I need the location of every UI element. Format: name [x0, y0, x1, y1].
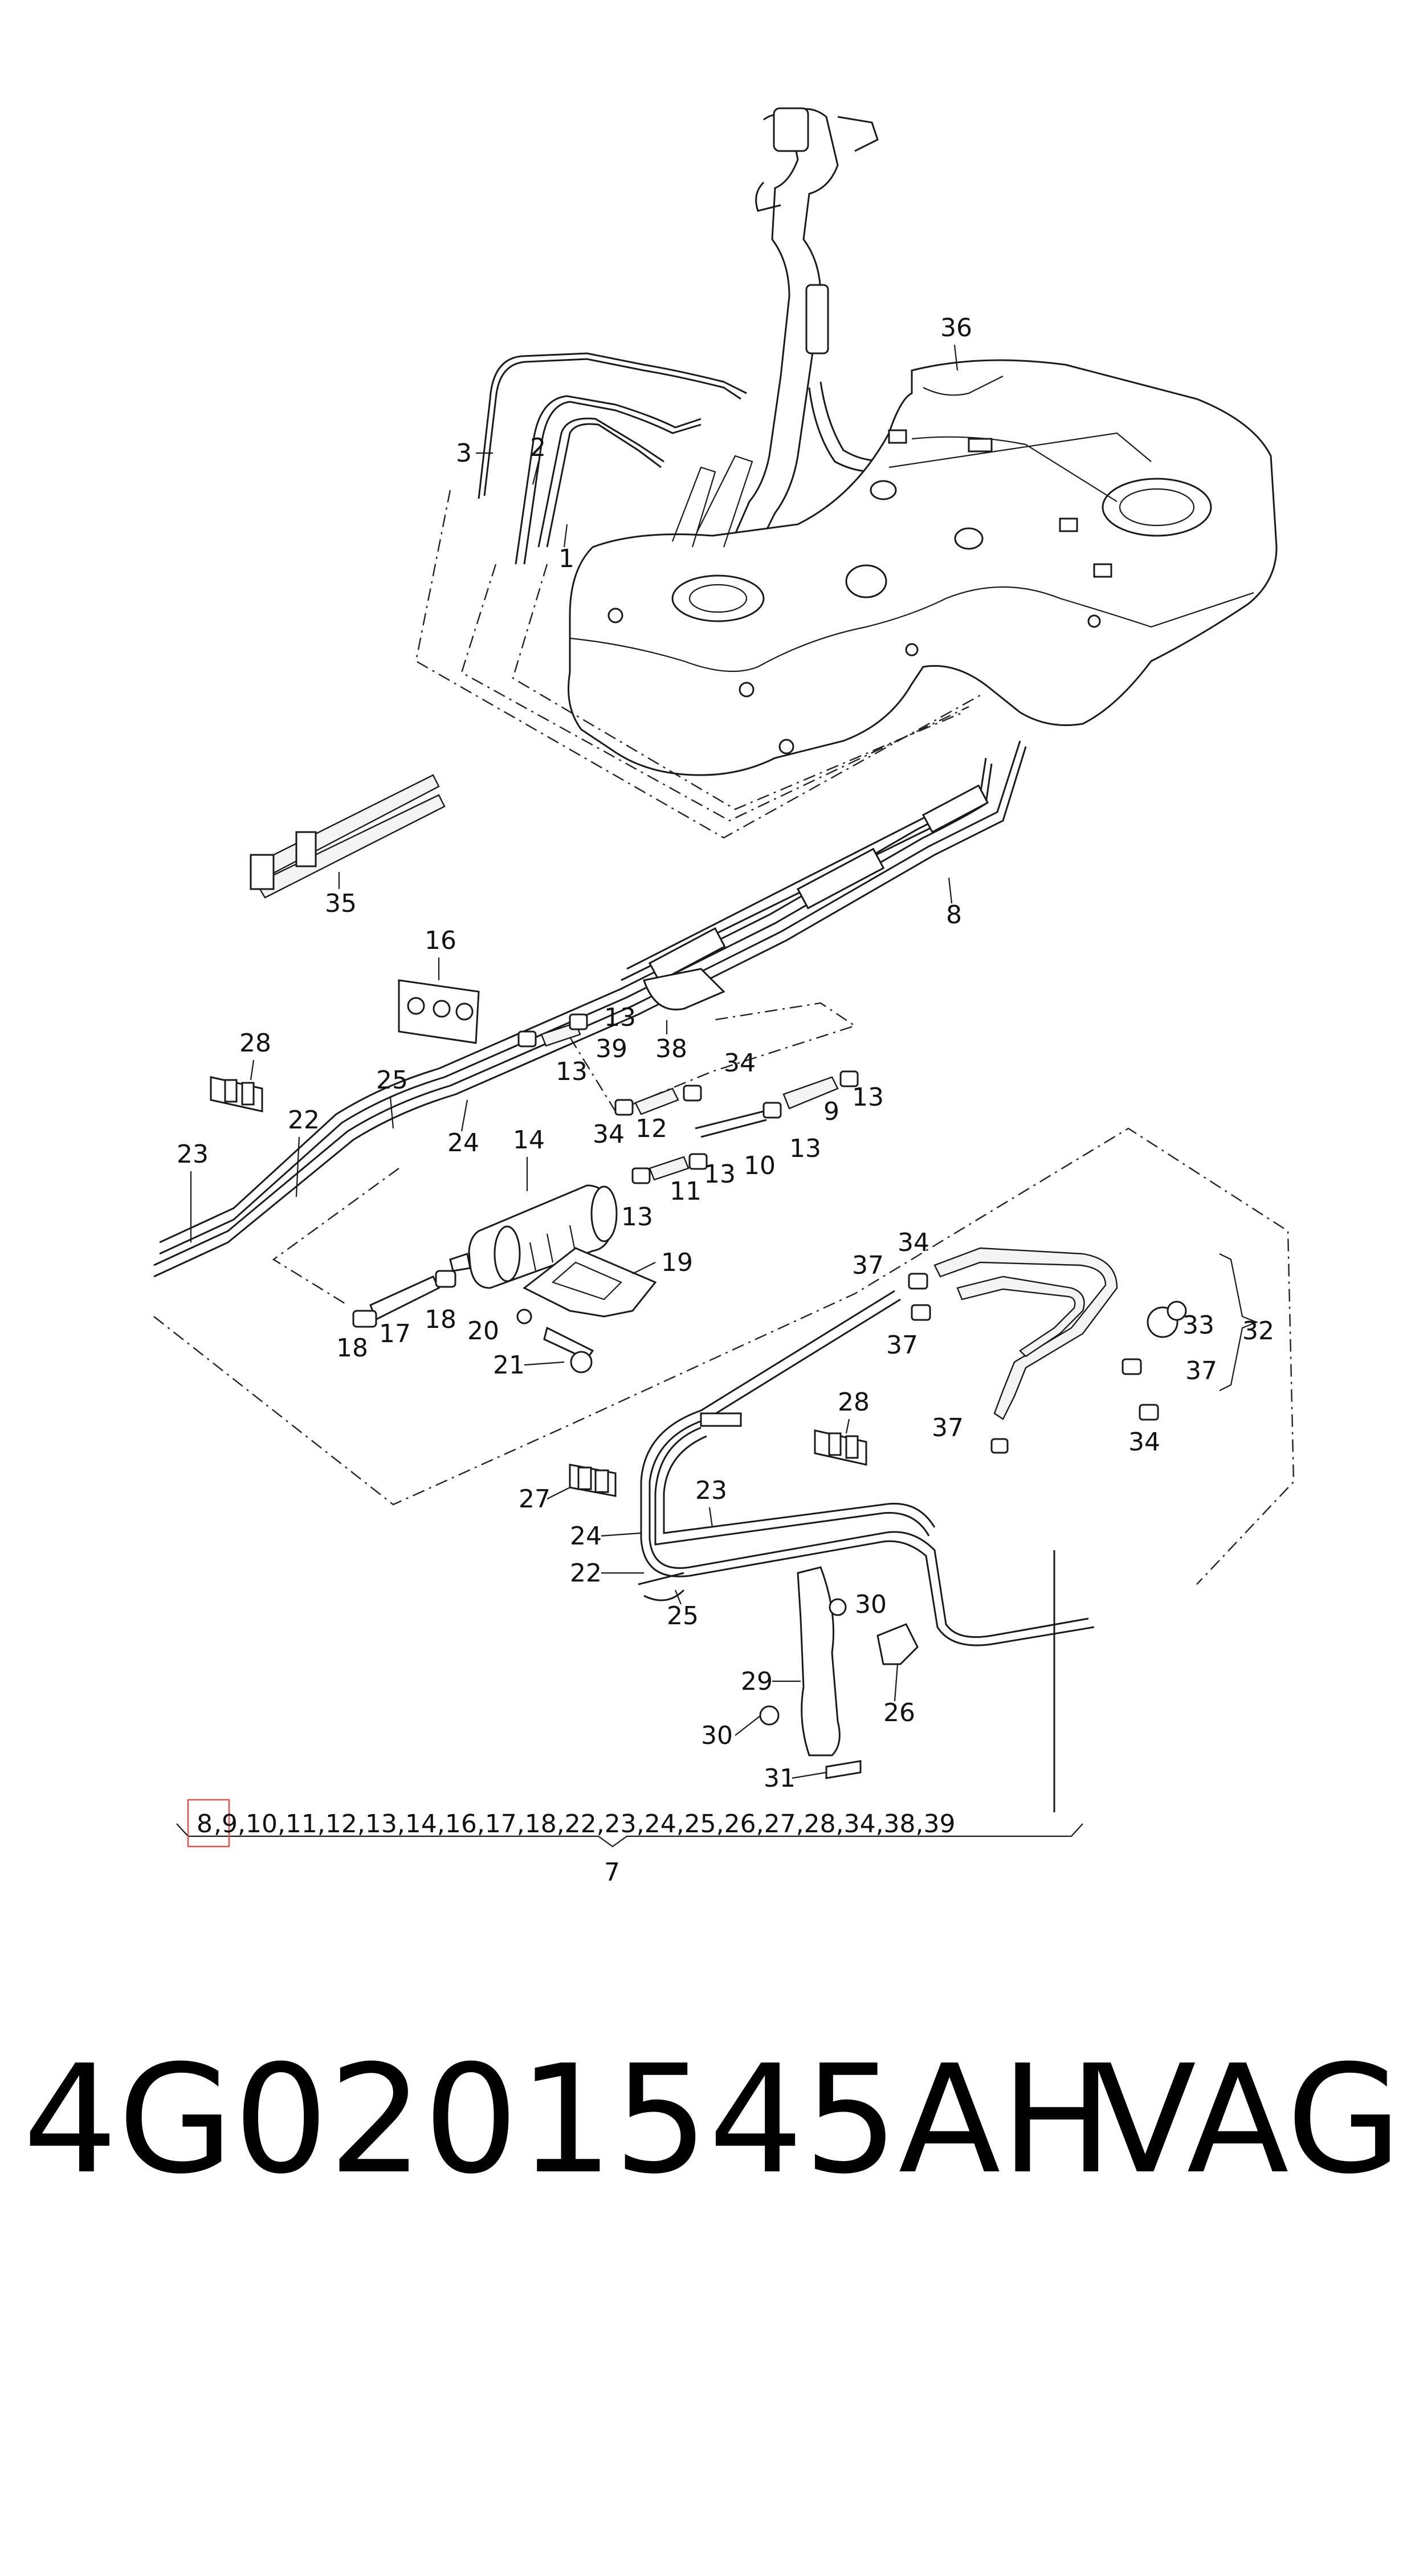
callout-22a: 22 [288, 1106, 320, 1135]
callout-8: 8 [946, 900, 962, 930]
callout-37c: 37 [1185, 1356, 1217, 1385]
callout-27: 27 [519, 1485, 550, 1514]
callout-11: 11 [670, 1177, 702, 1206]
fuel-filter-14 [449, 1184, 618, 1289]
callout-13f: 13 [621, 1203, 653, 1232]
vent-lines-1-2-3 [478, 352, 747, 565]
callout-38: 38 [655, 1034, 687, 1063]
callout-labels: 36 3 2 1 35 8 16 28 25 22 23 24 14 39 13… [177, 313, 1274, 1887]
callout-31: 31 [764, 1764, 796, 1793]
callout-25b: 25 [667, 1601, 699, 1631]
kit-highlight-box [187, 1799, 230, 1848]
callout-14: 14 [513, 1126, 545, 1155]
callout-22b: 22 [570, 1559, 602, 1588]
fuel-line-bundle-8 [153, 740, 1027, 1278]
callout-18b: 18 [425, 1305, 456, 1334]
callout-34c: 34 [898, 1228, 929, 1257]
kit-list-rest: ,9,10,11,12,13,14,16,17,18,22,23,24,25,2… [214, 1809, 956, 1839]
callout-29: 29 [741, 1667, 773, 1696]
clip-28-right [814, 1429, 867, 1466]
clip-16 [398, 979, 480, 1044]
part-number-footer: 4G0201545AH VAG [23, 2029, 1402, 2211]
callout-3: 3 [456, 439, 472, 468]
hose-17 [352, 1270, 456, 1328]
callout-37a: 37 [852, 1251, 884, 1280]
callout-24a: 24 [447, 1128, 479, 1157]
fuel-tank [568, 359, 1278, 776]
lower-line-bundle [638, 1290, 1095, 1646]
callout-19: 19 [661, 1248, 693, 1277]
callout-13e: 13 [704, 1160, 736, 1189]
callout-36: 36 [940, 313, 972, 343]
bracket-29 [759, 1566, 919, 1779]
assembly-outlines [153, 490, 1295, 1812]
callout-20: 20 [467, 1316, 499, 1346]
clamp-strip-35 [250, 774, 446, 899]
hose-group-32 [908, 1247, 1258, 1454]
callout-37d: 37 [932, 1413, 964, 1442]
clip-27 [569, 1464, 617, 1497]
callout-28a: 28 [239, 1029, 271, 1058]
callout-35: 35 [325, 889, 357, 918]
fuel-system-exploded-diagram: 36 3 2 1 35 8 16 28 25 22 23 24 14 39 13… [153, 107, 1295, 1887]
kit-bracket [176, 1799, 1083, 1848]
callout-30b: 30 [701, 1721, 733, 1750]
bracket-19 [516, 1247, 657, 1373]
callout-13d: 13 [789, 1134, 821, 1163]
callout-2: 2 [530, 433, 546, 462]
callout-30a: 30 [855, 1590, 887, 1619]
callout-13c: 13 [852, 1083, 884, 1112]
callout-17: 17 [379, 1319, 411, 1348]
callout-12: 12 [635, 1114, 667, 1143]
callout-34b: 34 [593, 1120, 625, 1149]
filler-neck [728, 107, 907, 559]
part-number: 4G0201545AH [23, 2033, 1113, 2207]
brand-name: VAG [1094, 2033, 1402, 2207]
callout-37b: 37 [886, 1331, 918, 1360]
kit-list-first: 8 [197, 1809, 213, 1839]
callout-23a: 23 [177, 1140, 209, 1169]
callout-21: 21 [493, 1351, 525, 1380]
callout-34d: 34 [1128, 1428, 1160, 1457]
callout-32: 32 [1242, 1316, 1274, 1346]
callout-25a: 25 [376, 1066, 408, 1095]
callout-39: 39 [596, 1034, 627, 1063]
clip-28-left [210, 1076, 263, 1112]
callout-13b: 13 [556, 1057, 588, 1086]
callout-34a: 34 [724, 1049, 756, 1078]
callout-1: 1 [558, 544, 574, 573]
callout-23b: 23 [695, 1476, 727, 1505]
hoses-9-11-12 [517, 1013, 859, 1184]
callout-10: 10 [744, 1151, 776, 1180]
callout-7: 7 [604, 1858, 620, 1887]
callout-26: 26 [883, 1698, 915, 1727]
callout-13a: 13 [604, 1003, 636, 1032]
callout-16: 16 [425, 926, 456, 955]
callout-9: 9 [823, 1097, 839, 1126]
callout-33: 33 [1182, 1311, 1214, 1340]
callout-28b: 28 [838, 1388, 870, 1417]
callout-24b: 24 [570, 1522, 602, 1551]
callout-18a: 18 [336, 1334, 368, 1363]
